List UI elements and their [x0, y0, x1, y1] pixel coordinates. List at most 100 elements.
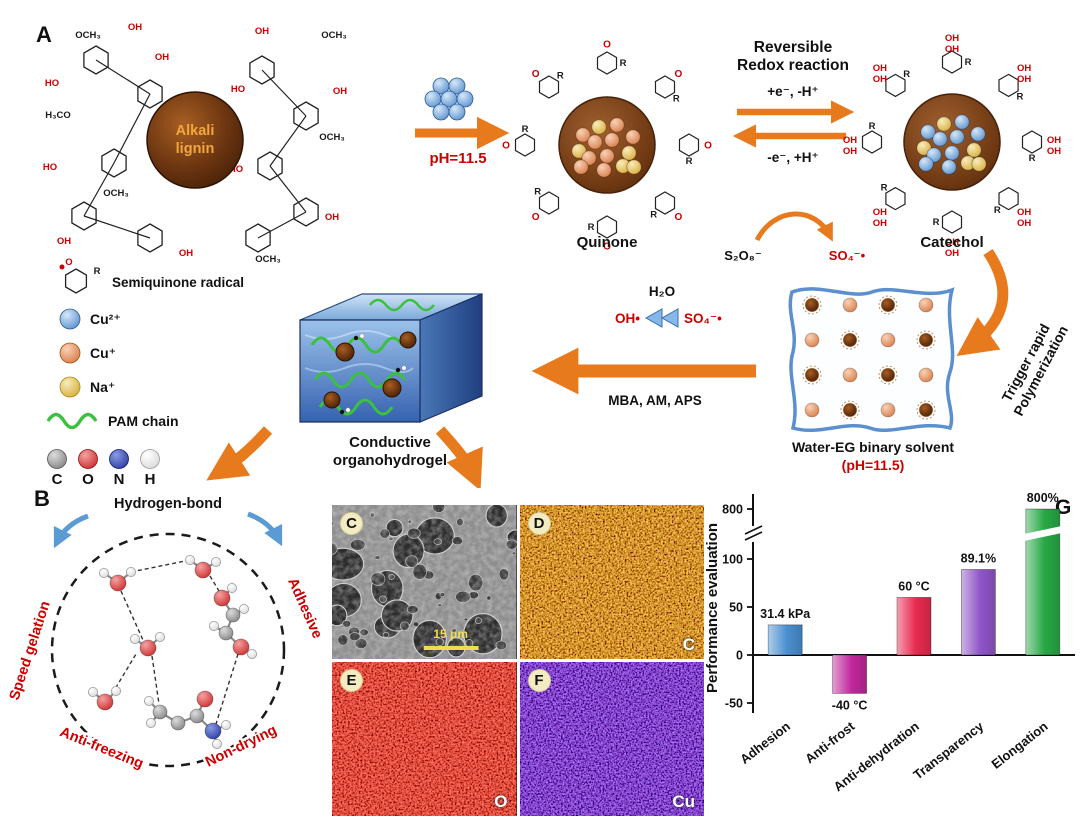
ring — [998, 186, 1019, 211]
lignin-particle-icon — [881, 298, 895, 312]
performance-bar-chart: Performance evaluation G -5005010080031.… — [704, 491, 1075, 794]
oh-label: OH — [1047, 146, 1061, 157]
dashed-circle-icon — [50, 532, 286, 768]
hydrogen-bond-icon — [215, 653, 239, 725]
oxo-label: O — [603, 242, 611, 253]
bond — [269, 165, 307, 213]
curved-arrow-icon — [754, 211, 833, 242]
chem-label: OH — [325, 212, 339, 223]
h-atom-icon — [226, 583, 237, 594]
eds-map-oxygen: E O — [332, 662, 517, 816]
sem-image-panel-c: 15 μm C — [332, 505, 517, 659]
oxo-label: O — [532, 212, 540, 223]
h-atom-icon — [99, 568, 110, 579]
lignin-particle-icon — [919, 403, 933, 417]
r-label: R — [994, 205, 1001, 216]
chem-label: OH — [179, 248, 193, 259]
lignin-particle-halo — [840, 330, 860, 350]
h-atom-icon — [111, 685, 122, 696]
atom-dot — [359, 333, 365, 339]
chem-label: OH — [57, 236, 71, 247]
atom-label: N — [114, 471, 125, 488]
ring — [538, 75, 560, 99]
atom-dot — [395, 367, 401, 373]
cu1-sphere-icon — [59, 342, 81, 364]
lignin-particle-halo — [916, 400, 936, 420]
oxo-label: O — [704, 141, 712, 152]
lignin-particle-icon — [919, 333, 933, 347]
hydrogen-bond-label: Hydrogen-bond — [114, 496, 222, 512]
lignin-particle-icon — [843, 333, 857, 347]
benzene-ring — [245, 223, 271, 253]
ion-sphere — [954, 114, 970, 130]
r-label: R — [673, 93, 680, 104]
chart-y-axis-label: Performance evaluation — [704, 523, 721, 693]
bar-anti-dehydration — [896, 597, 932, 656]
hydrogen-sphere-icon — [140, 449, 160, 469]
flow-arrow-to-b-icon — [206, 426, 273, 481]
legend-label: PAM chain — [108, 413, 179, 429]
c-atom-icon — [170, 715, 186, 731]
r-label: R — [522, 124, 529, 135]
hydrogen-bond-icon — [151, 655, 160, 705]
ion-sphere — [936, 116, 952, 132]
x-category-label: Transparency — [910, 718, 986, 782]
atom-label: O — [82, 471, 94, 488]
eds-map-copper: F Cu — [519, 662, 704, 816]
benzene-ring — [293, 101, 319, 131]
r-label: R — [534, 187, 541, 198]
h-atom-icon — [88, 686, 99, 697]
benzene-ring — [257, 151, 283, 181]
chem-label: OH — [255, 26, 269, 37]
lignin-particle-icon — [399, 331, 417, 349]
cu2-sphere-icon — [59, 308, 81, 330]
solvent-caption: Water-EG binary solvent — [792, 439, 954, 455]
oh-label: OH — [945, 44, 959, 55]
catechol-ions — [916, 114, 987, 175]
oh-label: OH — [843, 135, 857, 146]
panel-d-badge: D — [527, 512, 551, 535]
lignin-particle-icon — [335, 342, 355, 362]
lignin-particle-icon — [323, 391, 341, 409]
lignin-particle-halo — [916, 330, 936, 350]
legend-label: Semiquinone radical — [112, 275, 244, 290]
anti-freezing-label: Anti-freezing — [57, 724, 145, 772]
ion-sphere — [599, 148, 615, 164]
oxo-label: O — [502, 141, 510, 152]
h-atom-icon — [143, 695, 154, 706]
o-atom-icon — [232, 638, 250, 656]
o-atom-icon — [96, 693, 114, 711]
oh-label: OH — [1017, 218, 1031, 229]
r-label: R — [686, 156, 693, 167]
lignin-particle-icon — [843, 403, 857, 417]
o-atom-icon — [139, 639, 157, 657]
ring — [941, 50, 963, 74]
ion-sphere — [920, 124, 936, 140]
quinone-ions — [571, 117, 642, 178]
cu1-sphere-icon — [880, 402, 896, 418]
y-tick-label: 800 — [722, 503, 743, 517]
n-atom-icon — [204, 722, 222, 740]
benzene-ring — [83, 45, 109, 75]
atom-dot — [345, 407, 351, 413]
y-tick-label: -50 — [725, 697, 743, 711]
hydrogen-bond-icon — [209, 575, 220, 592]
quinone-caption: Quinone — [577, 234, 638, 251]
c-atom-icon — [225, 607, 241, 623]
bar-value-label: 89.1% — [961, 551, 996, 565]
ring — [596, 51, 618, 75]
r-label: R — [869, 121, 876, 132]
lignin-particle-halo — [878, 365, 898, 385]
alkali-lignin-core — [146, 91, 244, 189]
chem-label: OH — [333, 86, 347, 97]
hydrogen-bond-icon — [130, 559, 191, 573]
lignin-particle-icon — [805, 298, 819, 312]
initiators-label: MBA, AM, APS — [608, 393, 702, 408]
na-sphere-icon — [59, 376, 81, 398]
lignin-core-caption: Alkali — [176, 123, 215, 139]
carbon-sphere-icon — [47, 449, 67, 469]
chem-label: HO — [231, 84, 245, 95]
ring — [514, 133, 536, 157]
